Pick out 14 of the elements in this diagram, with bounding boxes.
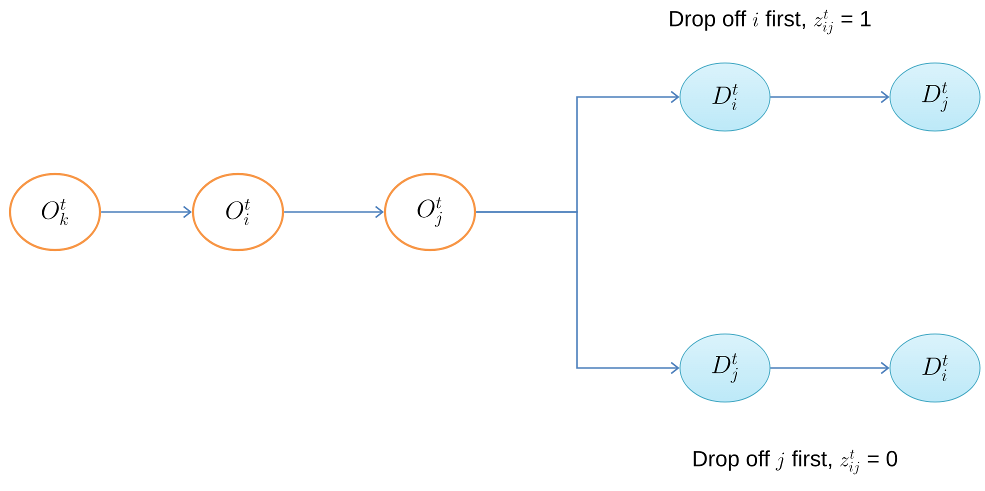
origin-node: $O_k^t$ (8, 172, 102, 252)
arrow (101, 206, 192, 218)
arrow (770, 90, 890, 104)
destination-node: $D_j^t$ (680, 334, 770, 402)
branch-label: $\hbox{Drop off }i\hbox{ first, }z_{ij}^t\hbox{ = 1}$ (670, 10, 871, 34)
destination-node: $D_i^t$ (890, 334, 980, 402)
branch-label: $\hbox{Drop off }j\hbox{ first, }z_{ij}^t\hbox{ = 0}$ (694, 450, 898, 474)
arrow (770, 362, 890, 374)
destination-node: $D_j^t$ (890, 62, 980, 132)
arrow (476, 211, 680, 374)
origin-node: $O_i^t$ (192, 172, 284, 252)
arrow (284, 206, 384, 218)
destination-node: $D_i^t$ (680, 62, 770, 132)
origin-node: $O_j^t$ (384, 172, 476, 252)
